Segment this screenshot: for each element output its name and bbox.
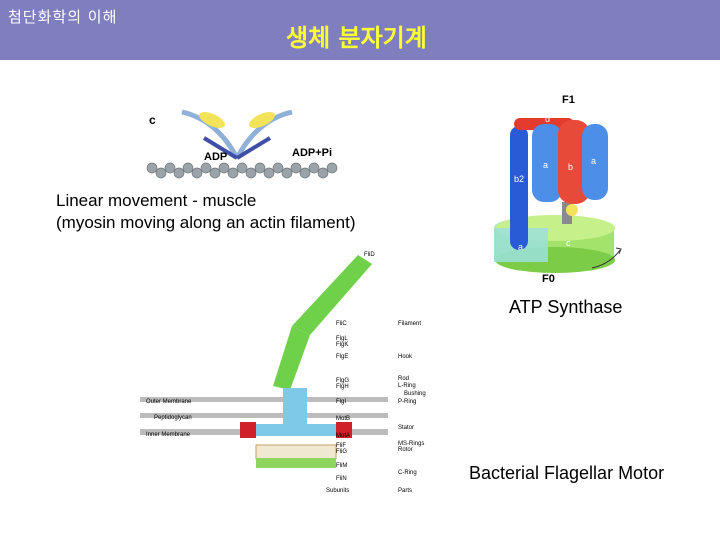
atp-subunit-b: b <box>568 162 573 172</box>
atp-subunit-d: d <box>545 114 550 124</box>
svg-text:MotB: MotB <box>336 416 350 422</box>
atp-synthase-caption: ATP Synthase <box>509 297 622 318</box>
svg-text:Stator: Stator <box>398 425 414 431</box>
svg-text:FliN: FliN <box>336 476 347 482</box>
actin-filament <box>147 163 337 178</box>
svg-text:Filament: Filament <box>398 321 421 327</box>
svg-text:FliM: FliM <box>336 463 347 469</box>
page-title: 생체 분자기계 <box>286 18 427 53</box>
atp-subunit-c: c <box>566 238 571 248</box>
flagellar-motor-figure: FliD FliC FlgL FlgK FlgE FlgG FlgH FlgI … <box>140 240 460 500</box>
svg-text:Inner Membrane: Inner Membrane <box>146 432 191 438</box>
myosin-caption: Linear movement - muscle (myosin moving … <box>56 190 356 234</box>
svg-text:FliG: FliG <box>336 449 347 455</box>
title-bar: 첨단화학의 이해 생체 분자기계 <box>0 0 720 60</box>
svg-text:Rod: Rod <box>398 376 409 382</box>
svg-text:L-Ring: L-Ring <box>398 383 416 389</box>
atp-synthase-figure: F1 d a b a b2 a c F0 <box>480 90 640 290</box>
svg-text:Rotor: Rotor <box>398 447 413 453</box>
atp-subunit-b2: b2 <box>514 174 524 184</box>
svg-text:FlgI: FlgI <box>336 399 346 405</box>
svg-text:FlgE: FlgE <box>336 354 348 360</box>
course-title: 첨단화학의 이해 <box>8 6 117 27</box>
myosin-caption-line2: (myosin moving along an actin filament) <box>56 212 356 234</box>
atp-subunit-a1: a <box>543 160 548 170</box>
parts-heading: Parts <box>398 488 412 494</box>
svg-text:FliC: FliC <box>336 321 347 327</box>
myosin-actin-figure: c ADP ADP+Pi <box>142 100 342 186</box>
svg-text:Hook: Hook <box>398 354 413 360</box>
atp-subunit-a3: a <box>518 242 523 252</box>
myosin-adp-pi-label: ADP+Pi <box>292 147 332 159</box>
svg-text:Peptidoglycan: Peptidoglycan <box>154 415 192 421</box>
myosin-adp-label: ADP <box>204 151 227 163</box>
svg-text:FlgK: FlgK <box>336 342 348 348</box>
flagellar-motor-caption: Bacterial Flagellar Motor <box>469 463 664 484</box>
svg-text:Bushing: Bushing <box>404 391 426 397</box>
atp-subunit-a2: a <box>591 156 596 166</box>
atp-f0-label: F0 <box>542 273 555 285</box>
protein-label-flid: FliD <box>364 252 375 258</box>
part-labels: Filament Hook Rod L-Ring Bushing P-Ring … <box>398 321 426 476</box>
atp-f1-label: F1 <box>562 94 575 106</box>
svg-text:C-Ring: C-Ring <box>398 470 417 476</box>
membrane-labels: Outer Membrane Peptidoglycan Inner Membr… <box>146 399 192 438</box>
myosin-panel-label: c <box>149 113 156 127</box>
svg-text:Outer Membrane: Outer Membrane <box>146 399 192 405</box>
svg-text:P-Ring: P-Ring <box>398 399 416 405</box>
svg-text:FlgH: FlgH <box>336 384 349 390</box>
subunits-heading: Subunits <box>326 488 349 494</box>
myosin-caption-line1: Linear movement - muscle <box>56 190 356 212</box>
svg-text:MotA: MotA <box>336 433 350 439</box>
